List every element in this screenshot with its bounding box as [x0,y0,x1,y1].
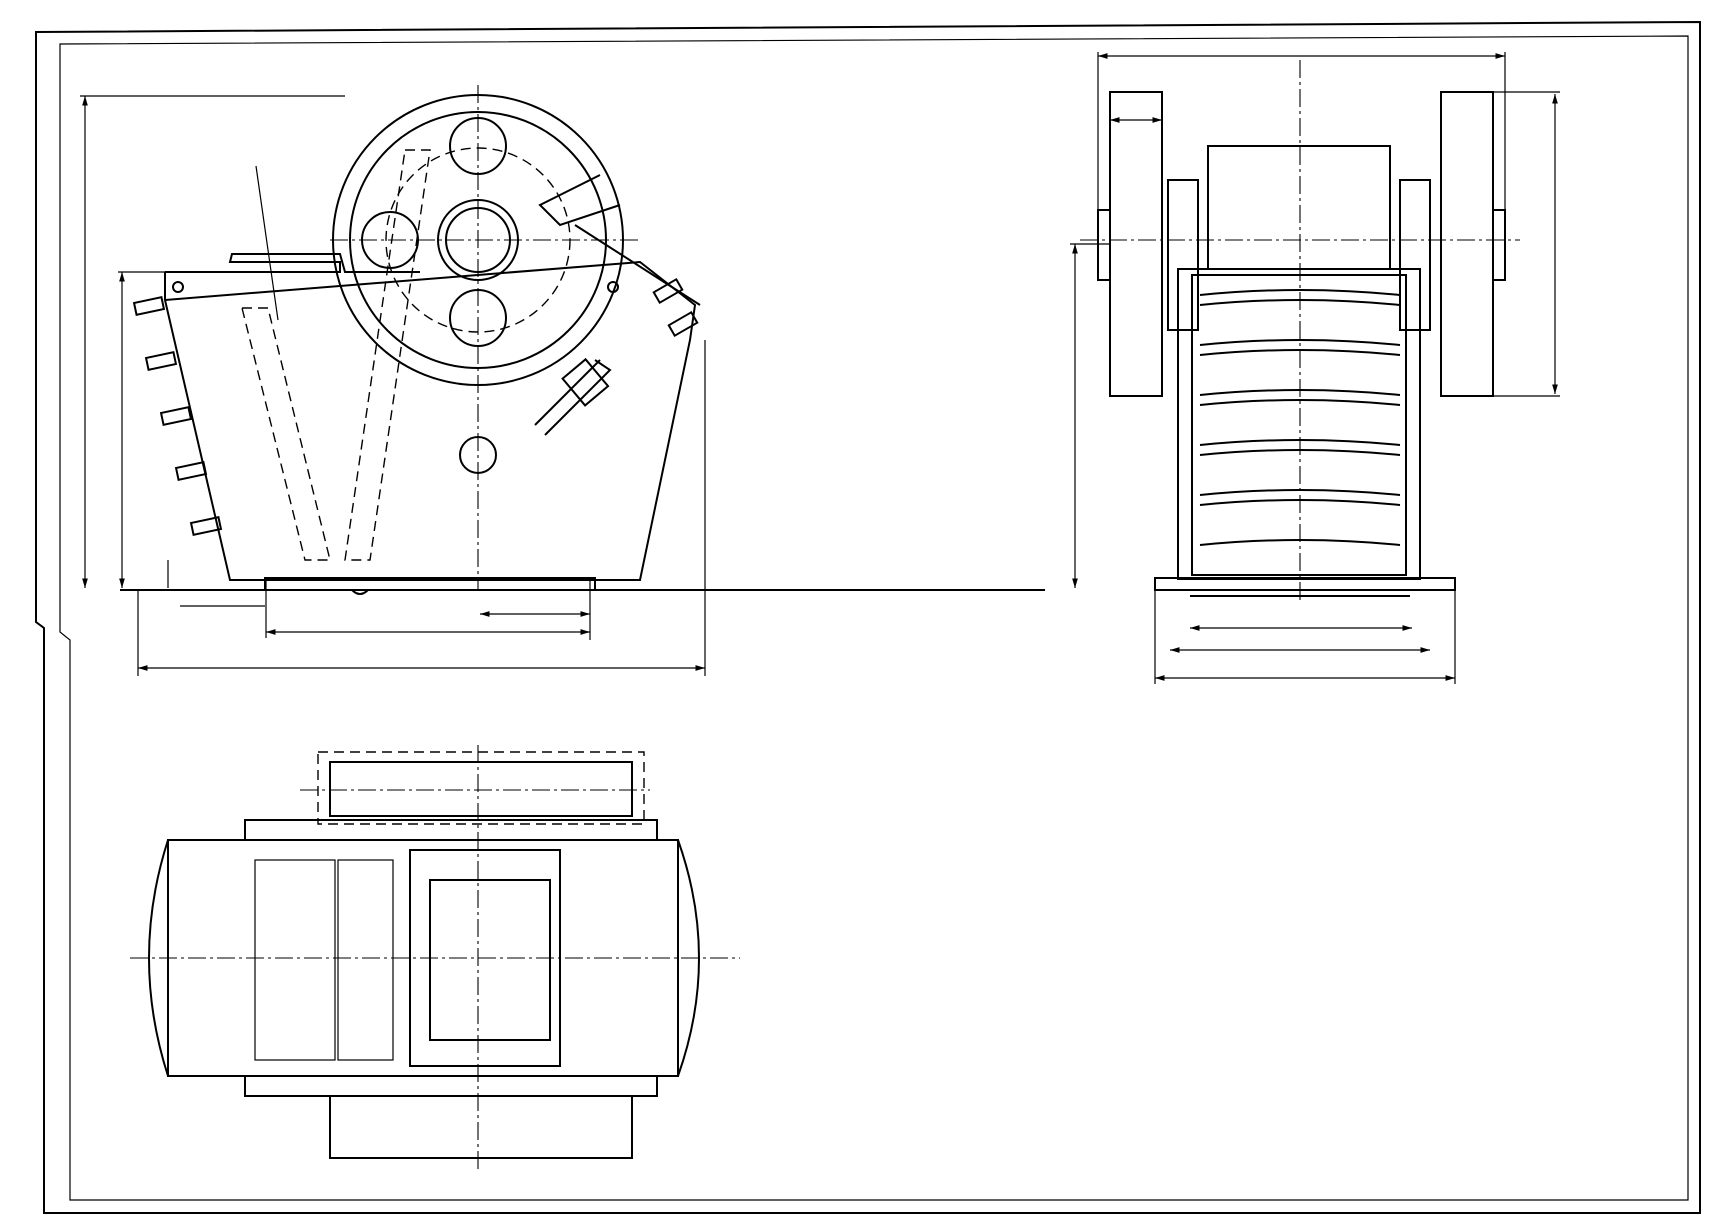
front-view [1080,60,1520,600]
fixed-jaw [241,307,331,561]
front-view-dimensions [1070,52,1560,684]
top-flywheel-upper [317,751,645,825]
side-view-dimensions [80,95,706,676]
top-view [130,745,740,1170]
crusher-body-outline [163,253,697,581]
front-flywheel-left [1109,91,1163,397]
front-body [1177,268,1421,580]
drawing-frame [35,20,1701,1214]
front-flywheel-right [1440,91,1494,397]
side-bolts [132,277,699,536]
top-ribs [254,859,394,1061]
side-view [120,85,1045,595]
moving-jaw [344,149,431,561]
top-flywheel-lower [329,1095,633,1159]
drawing-frame-inner [59,35,1689,1201]
tension-rod [534,359,612,436]
